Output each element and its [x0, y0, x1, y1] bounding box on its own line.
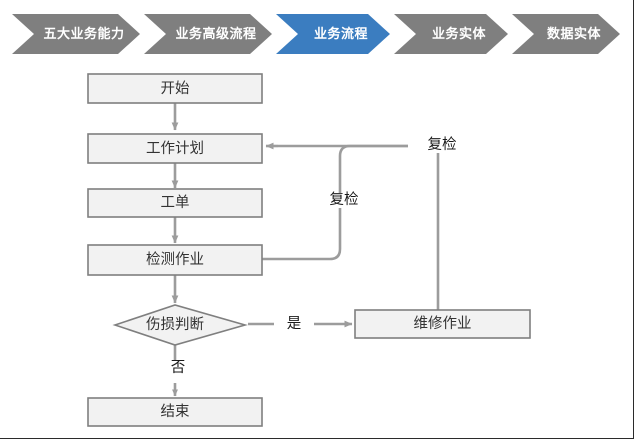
- node-repair-label[interactable]: 维修作业: [413, 316, 472, 332]
- edge-repair-recheck-to-plan: [278, 144, 440, 310]
- breadcrumb-item-0-label[interactable]: 五大业务能力: [43, 26, 125, 41]
- breadcrumb-item-4-label[interactable]: 数据实体: [546, 26, 601, 41]
- node-end[interactable]: [87, 397, 263, 427]
- breadcrumb-item-2-label[interactable]: 业务流程: [313, 26, 368, 41]
- breadcrumb-item-3-label[interactable]: 业务实体: [431, 26, 486, 41]
- breadcrumb: 五大业务能力 业务高级流程 业务流程 业务实体 数据实体: [0, 0, 633, 62]
- node-decision[interactable]: [112, 304, 248, 346]
- node-end-label[interactable]: 结束: [160, 404, 190, 420]
- node-order[interactable]: [87, 188, 263, 218]
- node-order-label[interactable]: 工单: [160, 195, 190, 211]
- node-plan[interactable]: [87, 133, 263, 164]
- node-inspect[interactable]: [87, 244, 263, 276]
- edge-label-no: 否: [158, 361, 198, 376]
- node-inspect-label[interactable]: 检测作业: [146, 252, 204, 268]
- breadcrumb-chevrons: [12, 14, 620, 54]
- breadcrumb-chevron-2[interactable]: [144, 14, 272, 54]
- breadcrumb-chevron-3[interactable]: [276, 14, 390, 54]
- node-plan-label[interactable]: 工作计划: [146, 141, 204, 157]
- breadcrumb-chevron-1[interactable]: [12, 14, 140, 54]
- edge-label-yes: 是: [274, 317, 314, 332]
- node-repair[interactable]: [354, 309, 531, 339]
- breadcrumb-chevron-4[interactable]: [394, 14, 508, 54]
- edge-label-recheck-outer: 复检: [408, 138, 476, 153]
- breadcrumb-item-1-label[interactable]: 业务高级流程: [175, 26, 257, 41]
- edge-label-recheck-inner: 复检: [310, 193, 378, 208]
- breadcrumb-chevron-5[interactable]: [512, 14, 620, 54]
- node-start[interactable]: [87, 73, 263, 104]
- node-decision-label[interactable]: 伤损判断: [146, 317, 204, 333]
- node-start-label[interactable]: 开始: [160, 81, 190, 97]
